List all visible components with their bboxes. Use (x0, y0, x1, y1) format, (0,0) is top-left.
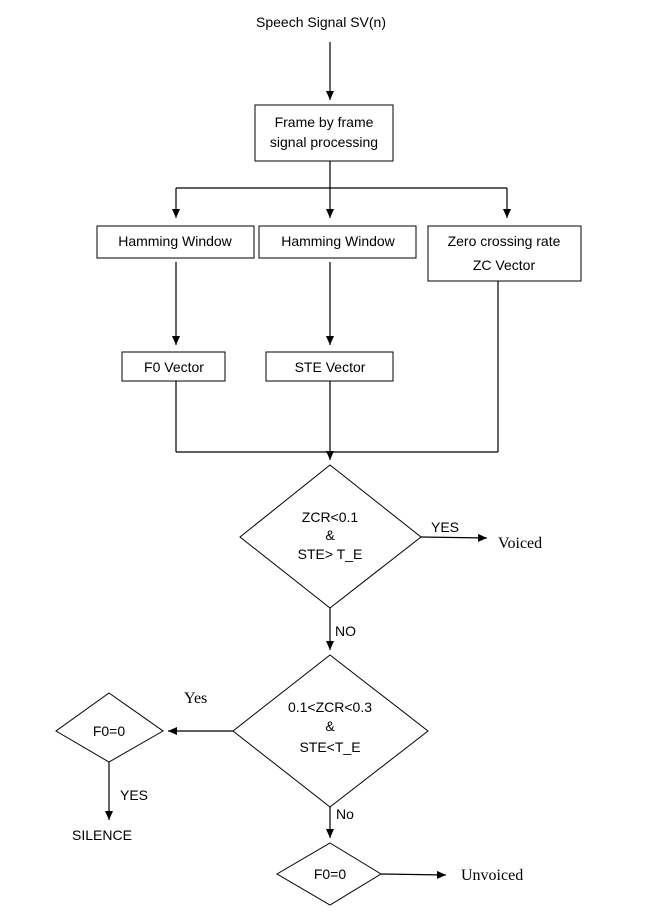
hamming-window-box-2 (258, 225, 417, 259)
voiced-output: Voiced (498, 535, 542, 552)
f0-decision-bottom-label: F0=0 (314, 866, 347, 882)
zero-crossing-line1: Zero crossing rate (448, 233, 561, 249)
ste-vector-label: STE Vector (295, 359, 366, 375)
f0-decision-bottom (276, 842, 382, 906)
decision-1-yes-label: YES (431, 519, 459, 535)
f0-decision-left-label: F0=0 (93, 723, 126, 739)
silence-output: SILENCE (72, 827, 132, 843)
input-signal-label: Speech Signal SV(n) (256, 14, 386, 30)
decision-2-line3: STE<T_E (299, 739, 360, 755)
decision-2-yes-label: Yes (184, 690, 207, 707)
f0-vector-label: F0 Vector (144, 359, 204, 375)
unvoiced-output: Unvoiced (461, 867, 523, 884)
decision-2-line2: & (325, 718, 335, 734)
f0-vector-box (121, 351, 226, 382)
decision-2-no-label: No (336, 806, 354, 822)
frame-processing-line1: Frame by frame (275, 114, 374, 130)
hamming-window-label-2: Hamming Window (281, 233, 395, 249)
decision-2-line1: 0.1<ZCR<0.3 (288, 699, 372, 715)
ste-vector-box (265, 351, 394, 382)
frame-processing-line2: signal processing (270, 134, 378, 150)
zero-crossing-box (427, 225, 582, 282)
f0-left-yes-label: YES (120, 787, 148, 803)
decision-1-line2: & (325, 527, 335, 543)
decision-1-no-label: NO (335, 623, 356, 639)
hamming-window-label-1: Hamming Window (118, 233, 232, 249)
frame-processing-box (254, 104, 394, 162)
arrow-to-voiced (420, 533, 488, 542)
decision-1-line3: STE> T_E (298, 546, 363, 562)
hamming-window-box-1 (96, 225, 255, 259)
arrow-to-unvoiced (380, 870, 447, 879)
decision-1-line1: ZCR<0.1 (302, 509, 359, 525)
zero-crossing-line2: ZC Vector (473, 257, 536, 273)
